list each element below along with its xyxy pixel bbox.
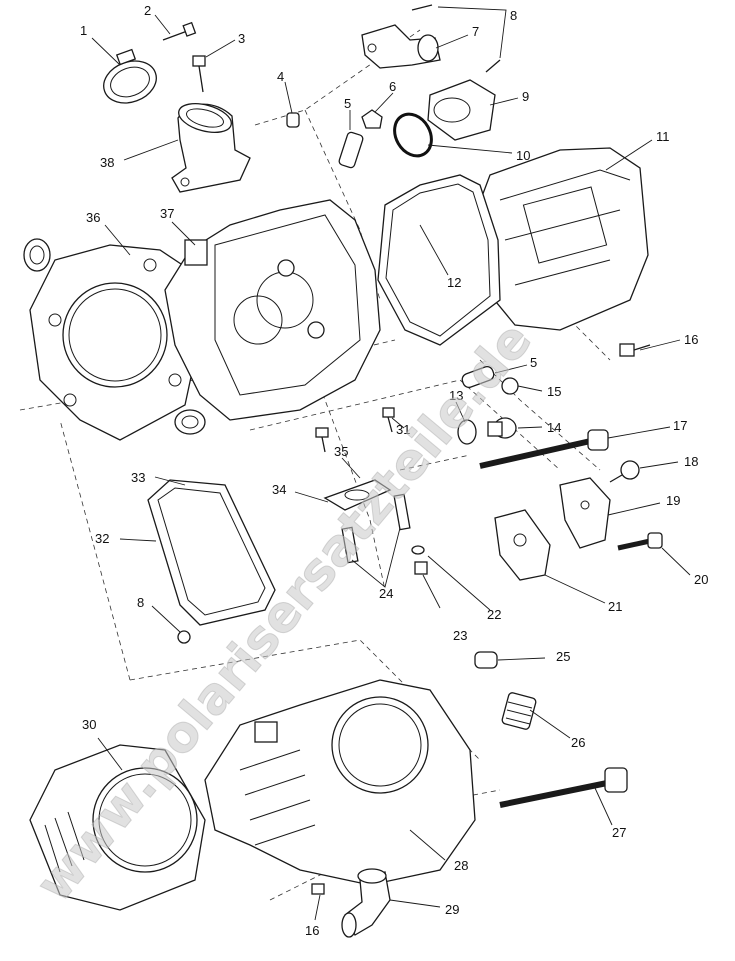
callout-3: 3 (238, 31, 245, 46)
callout-12: 12 (447, 275, 461, 290)
callout-leaders (91, 6, 691, 921)
callout-36: 36 (86, 210, 100, 225)
callout-9: 9 (522, 89, 529, 104)
callout-15: 15 (547, 384, 561, 399)
callout-20: 20 (694, 572, 708, 587)
gasket-34 (323, 479, 392, 511)
callout-13: 13 (449, 388, 463, 403)
callout-5: 5 (344, 96, 351, 111)
callout-29: 29 (445, 902, 459, 917)
intake-adapter-9 (427, 79, 496, 141)
stud-5-right (461, 365, 495, 389)
callout-7: 7 (472, 24, 479, 39)
callout-23: 23 (453, 628, 467, 643)
screw-3 (192, 55, 206, 93)
fitting-26 (501, 692, 537, 730)
callout-2: 2 (144, 3, 151, 18)
callout-35: 35 (334, 444, 348, 459)
seal-center (174, 409, 206, 435)
callout-16: 16 (684, 332, 698, 347)
dowel-pin-4 (286, 112, 300, 128)
bolt-17 (479, 429, 609, 469)
callout-11: 11 (656, 129, 670, 144)
callout-31: 31 (396, 422, 410, 437)
stud-5 (338, 131, 364, 169)
screw-2 (162, 21, 197, 41)
dowel-25 (474, 651, 498, 669)
screw-31 (315, 407, 395, 453)
callout-22: 22 (487, 607, 501, 622)
screw-8-lower (177, 630, 191, 644)
plug-14 (487, 417, 517, 439)
callout-14: 14 (547, 420, 561, 435)
callout-25: 25 (556, 649, 570, 664)
callout-8: 8 (510, 8, 517, 23)
callout-10: 10 (516, 148, 530, 163)
cylinder (204, 679, 476, 886)
studs-24 (341, 493, 411, 564)
callout-1: 1 (80, 23, 87, 38)
nut-6 (361, 109, 383, 129)
callout-17: 17 (673, 418, 687, 433)
o-ring-10 (393, 112, 433, 158)
callout-27: 27 (612, 825, 626, 840)
callout-32: 32 (95, 531, 109, 546)
screw-16-lower (311, 883, 325, 895)
bracket-19 (559, 477, 611, 549)
seal-left (23, 238, 51, 272)
callout-38: 38 (100, 155, 114, 170)
base-gasket (29, 744, 206, 911)
callout-28: 28 (454, 858, 468, 873)
callout-26: 26 (571, 735, 585, 750)
screw-16-upper (619, 343, 651, 357)
bolt-18 (609, 460, 640, 483)
side-cover-gasket (147, 479, 276, 626)
bolt-27 (499, 767, 628, 808)
callout-5-right: 5 (530, 355, 537, 370)
callout-4: 4 (277, 69, 284, 84)
callout-30: 30 (82, 717, 96, 732)
callout-34: 34 (272, 482, 286, 497)
coolant-elbow-7 (361, 24, 441, 69)
callout-33: 33 (131, 470, 145, 485)
nut-23 (414, 561, 428, 575)
bolt-20 (617, 532, 663, 551)
callout-6: 6 (389, 79, 396, 94)
clip-22 (411, 545, 425, 555)
hose-clamp (103, 48, 157, 104)
valve-cover (474, 147, 649, 331)
head-gasket (29, 244, 201, 441)
callout-21: 21 (608, 599, 622, 614)
water-elbow-29 (341, 868, 391, 938)
intake-boot (171, 102, 251, 193)
valve-cover-gasket (377, 174, 501, 346)
callout-19: 19 (666, 493, 680, 508)
callout-37: 37 (160, 206, 174, 221)
washer-13 (457, 419, 477, 445)
cylinder-head (164, 199, 381, 421)
callout-24: 24 (379, 586, 393, 601)
screw-8 (411, 4, 501, 73)
callout-18: 18 (684, 454, 698, 469)
callout-8-lower: 8 (137, 595, 144, 610)
bracket-21 (494, 509, 551, 581)
callout-16-lower: 16 (305, 923, 319, 938)
callout-labels: 1 2 3 4 5 6 7 8 9 10 11 12 13 14 15 16 1… (80, 3, 708, 938)
